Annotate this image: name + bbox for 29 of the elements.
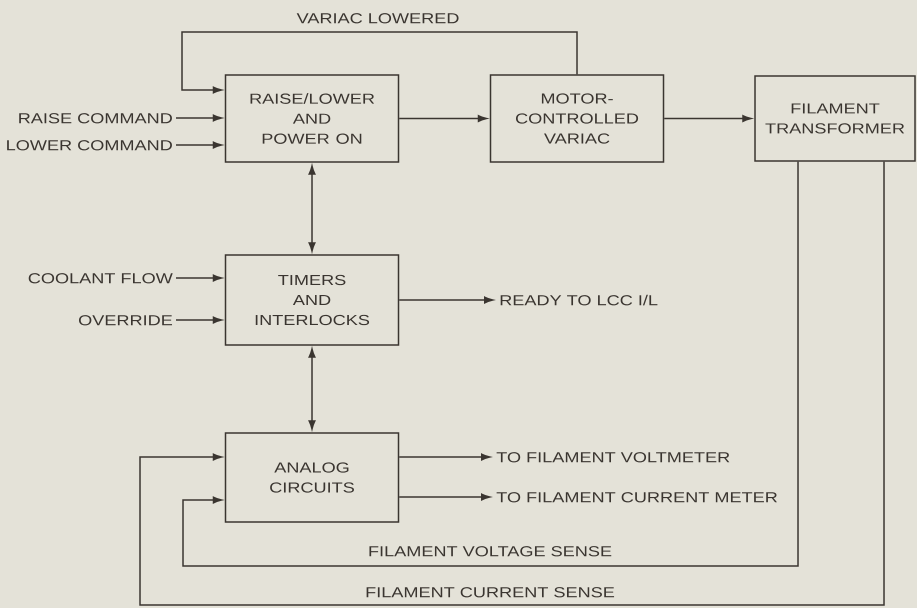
feedback-arrow [182,162,799,567]
edge-label: FILAMENT CURRENT SENSE [364,586,616,598]
signal-text: COOLANT FLOW [28,273,173,284]
arrow [399,494,490,501]
feedback-arrow [139,162,885,606]
arrow [176,114,222,122]
block-box: ANALOG CIRCUITS [224,432,400,523]
arrow [176,274,222,282]
signal-text: TO FILAMENT CURRENT METER [496,492,777,502]
signal-text: OVERRIDE [79,315,172,326]
block-box: TIMERS AND INTERLOCKS [224,254,400,346]
block-box: MOTOR-CONTROLLED VARIAC [490,74,664,163]
arrow [308,348,316,430]
arrow [664,114,752,122]
block-box: FILAMENT TRANSFORMER [754,75,916,162]
signal-text: TO FILAMENT VOLTMETER [496,452,730,462]
arrow [308,165,316,252]
signal-text: READY TO LCC I/L [500,294,658,306]
arrow [399,454,490,461]
block-box: RAISE/LOWER AND POWER ON [224,74,400,163]
arrow [399,296,494,304]
arrow [399,114,488,122]
edge-label: FILAMENT VOLTAGE SENSE [366,544,614,558]
arrow [176,316,222,324]
signal-text: LOWER COMMAND [7,140,172,150]
signal-text: RAISE COMMAND [19,113,172,124]
edge-label: VARIAC LOWERED [296,12,460,24]
arrow [176,142,222,149]
feedback-arrow [181,31,578,94]
